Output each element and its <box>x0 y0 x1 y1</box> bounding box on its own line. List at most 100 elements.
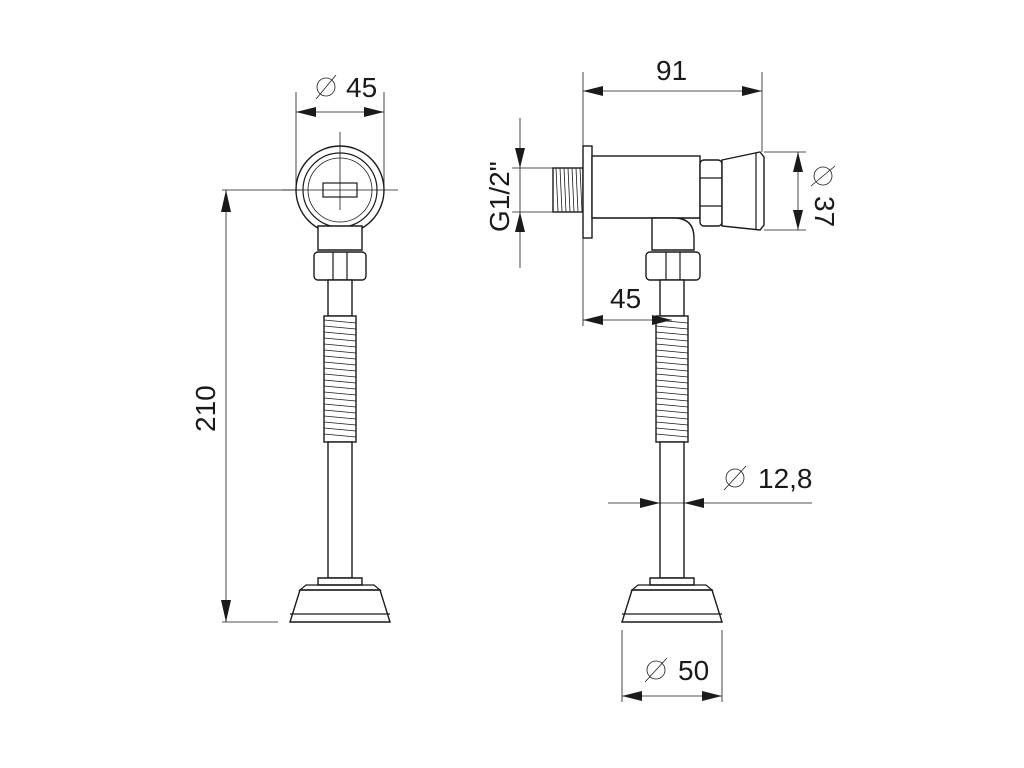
corrugation-ridge <box>655 367 689 372</box>
front-base-collar <box>317 577 363 586</box>
thread-ridge <box>559 167 563 213</box>
front-dim-210-label: 210 <box>190 385 221 432</box>
front-view: 45 210 <box>190 72 398 623</box>
side-flange <box>582 145 593 239</box>
corrugation-ridge <box>323 331 357 336</box>
arrow-head <box>652 315 672 325</box>
side-pipe-lower <box>659 441 685 579</box>
side-dim-50-diameter-symbol <box>644 657 668 683</box>
front-dim-45-diameter-symbol <box>315 74 337 100</box>
front-pipe-upper <box>327 279 353 317</box>
corrugation-ridge <box>323 355 357 360</box>
side-dim-12-8-label: 12,8 <box>758 463 813 494</box>
front-neck <box>317 225 363 251</box>
arrow-head <box>221 600 231 622</box>
corrugation-ridge <box>323 361 357 366</box>
arrow-head <box>622 691 642 701</box>
corrugation-ridge <box>655 427 689 432</box>
arrow-head <box>515 148 525 168</box>
corrugation-ridge <box>323 319 357 324</box>
side-collar <box>699 159 723 227</box>
corrugation-ridge <box>655 337 689 342</box>
corrugation-ridge <box>323 415 357 420</box>
side-base-collar <box>649 577 695 586</box>
corrugation-ridge <box>323 337 357 342</box>
arrow-head <box>742 86 762 96</box>
corrugation-ridge <box>655 433 689 438</box>
thread-ridge <box>563 167 567 213</box>
corrugation-ridge <box>323 403 357 408</box>
arrow-head <box>583 86 603 96</box>
front-nut <box>313 251 367 281</box>
side-body <box>591 155 701 219</box>
corrugation-ridge <box>655 409 689 414</box>
side-base <box>621 589 723 623</box>
corrugation-ridge <box>655 397 689 402</box>
arrow-head <box>640 498 660 508</box>
side-push-button <box>721 151 765 231</box>
thread-ridge <box>579 167 583 213</box>
corrugation-ridge <box>655 415 689 420</box>
front-corrugated-pipe <box>323 315 357 443</box>
front-dim-45-label: 45 <box>346 72 377 103</box>
front-pipe-lower <box>327 441 353 579</box>
arrow-head <box>583 315 603 325</box>
thread-ridge <box>567 167 571 213</box>
side-dim-12-8-diameter-symbol <box>723 465 747 491</box>
arrow-head <box>296 107 316 117</box>
side-base-top <box>630 584 714 591</box>
arrow-head <box>702 691 722 701</box>
arrow-head <box>221 190 231 212</box>
side-pipe-upper <box>659 279 685 317</box>
front-base-top <box>298 584 382 591</box>
thread-ridge <box>571 167 575 213</box>
corrugation-ridge <box>323 343 357 348</box>
corrugation-ridge <box>655 403 689 408</box>
corrugation-ridge <box>323 427 357 432</box>
corrugation-ridge <box>655 421 689 426</box>
corrugation-ridge <box>323 433 357 438</box>
side-view: 91 G1/2" 37 45 12,8 <box>484 55 840 702</box>
arrow-head <box>364 107 384 117</box>
corrugation-ridge <box>323 385 357 390</box>
side-dim-50-label: 50 <box>678 655 709 686</box>
corrugation-ridge <box>655 361 689 366</box>
side-dim-thread-label: G1/2" <box>484 161 515 232</box>
corrugation-ridge <box>655 331 689 336</box>
side-thread <box>552 167 584 213</box>
side-dim-37-diameter-symbol <box>810 165 836 187</box>
arrow-head <box>793 152 803 172</box>
corrugation-ridge <box>655 349 689 354</box>
corrugation-ridge <box>323 349 357 354</box>
side-dim-45-label: 45 <box>610 283 641 314</box>
corrugation-ridge <box>323 325 357 330</box>
side-nut <box>645 251 701 281</box>
arrow-head <box>515 212 525 232</box>
front-base <box>289 589 391 623</box>
thread-ridge <box>575 167 579 213</box>
side-outlet-elbow <box>651 217 695 251</box>
corrugation-ridge <box>323 373 357 378</box>
side-corrugated-pipe <box>655 315 689 443</box>
arrow-head <box>793 210 803 230</box>
corrugation-ridge <box>655 325 689 330</box>
corrugation-ridge <box>323 397 357 402</box>
corrugation-ridge <box>655 343 689 348</box>
corrugation-ridge <box>655 391 689 396</box>
corrugation-ridge <box>323 379 357 384</box>
thread-ridge <box>555 167 559 213</box>
corrugation-ridge <box>655 385 689 390</box>
corrugation-ridge <box>655 373 689 378</box>
front-corrugation-body <box>323 315 357 443</box>
side-corrugation-body <box>655 315 689 443</box>
corrugation-ridge <box>655 379 689 384</box>
corrugation-ridge <box>323 391 357 396</box>
side-dim-37-label: 37 <box>809 196 840 227</box>
corrugation-ridge <box>323 367 357 372</box>
corrugation-ridge <box>323 421 357 426</box>
corrugation-ridge <box>323 409 357 414</box>
side-dim-91-label: 91 <box>656 55 687 86</box>
corrugation-ridge <box>655 355 689 360</box>
arrow-head <box>684 498 704 508</box>
